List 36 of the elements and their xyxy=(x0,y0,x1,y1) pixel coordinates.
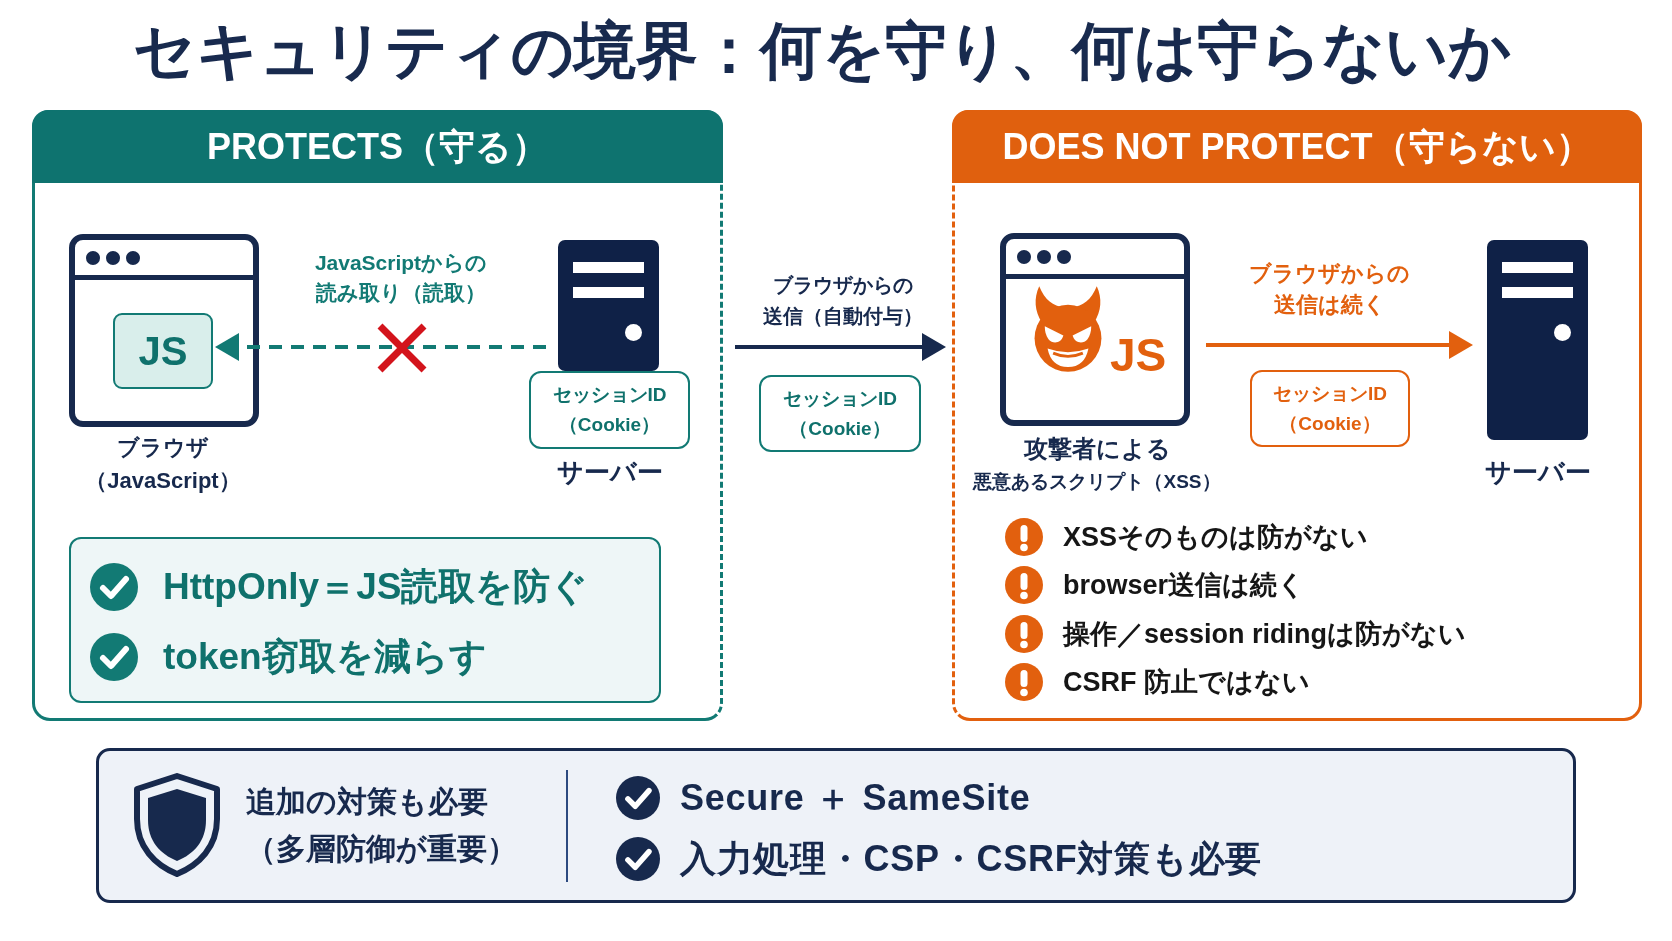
js-badge: JS xyxy=(113,313,213,389)
cookie-tag: セッションID（Cookie） xyxy=(1250,370,1410,447)
panel xyxy=(32,110,723,721)
edge-label: ブラウザからの送信は続く xyxy=(1248,260,1412,319)
arrow xyxy=(735,333,946,361)
server-tower xyxy=(1487,240,1588,440)
note-text: 入力処理・CSP・CSRF対策も必要 xyxy=(680,837,1262,881)
js-text: JS xyxy=(1110,328,1167,383)
cookie-tag: セッションID（Cookie） xyxy=(529,371,690,449)
browser-window xyxy=(69,234,259,427)
list-item-text: token窃取を減らす xyxy=(163,635,487,679)
node-caption: 攻撃者による xyxy=(1023,434,1171,464)
panel-header: PROTECTS（守る） xyxy=(32,110,723,183)
note-panel xyxy=(96,748,1576,903)
server-tower xyxy=(558,240,659,371)
checklist-panel xyxy=(69,537,661,703)
list-item-text: HttpOnly＝JS読取を防ぐ xyxy=(163,565,589,609)
node-caption: サーバー xyxy=(1485,456,1591,489)
panel xyxy=(952,110,1642,721)
arrow xyxy=(1206,331,1473,359)
node-caption: ブラウザ（JavaScript） xyxy=(84,434,242,495)
panel-header: DOES NOT PROTECT（守らない） xyxy=(952,110,1642,183)
edge-label: ブラウザからの送信（自動付与） xyxy=(762,273,924,329)
note-text: Secure ＋ SameSite xyxy=(680,776,1031,820)
list-item-text: XSSそのものは防がない xyxy=(1063,521,1369,554)
title: セキュリティの境界：何を守り、何は守らないか xyxy=(133,15,1511,87)
list-item-text: CSRF 防止ではない xyxy=(1063,665,1310,699)
browser-window xyxy=(1000,233,1190,426)
caption-text: サーバー xyxy=(557,456,663,489)
note-text: 追加の対策も必要（多層防御が重要） xyxy=(246,784,518,867)
dashed-arrow xyxy=(215,333,546,361)
list-item-text: browser送信は続く xyxy=(1063,569,1306,603)
cookie-tag: セッションID（Cookie） xyxy=(759,375,921,452)
edge-label: JavaScriptからの読み取り（読取） xyxy=(313,250,489,306)
list-item-text: 操作／session ridingは防がない xyxy=(1063,617,1467,651)
node-caption: 悪意あるスクリプト（XSS） xyxy=(973,470,1221,494)
